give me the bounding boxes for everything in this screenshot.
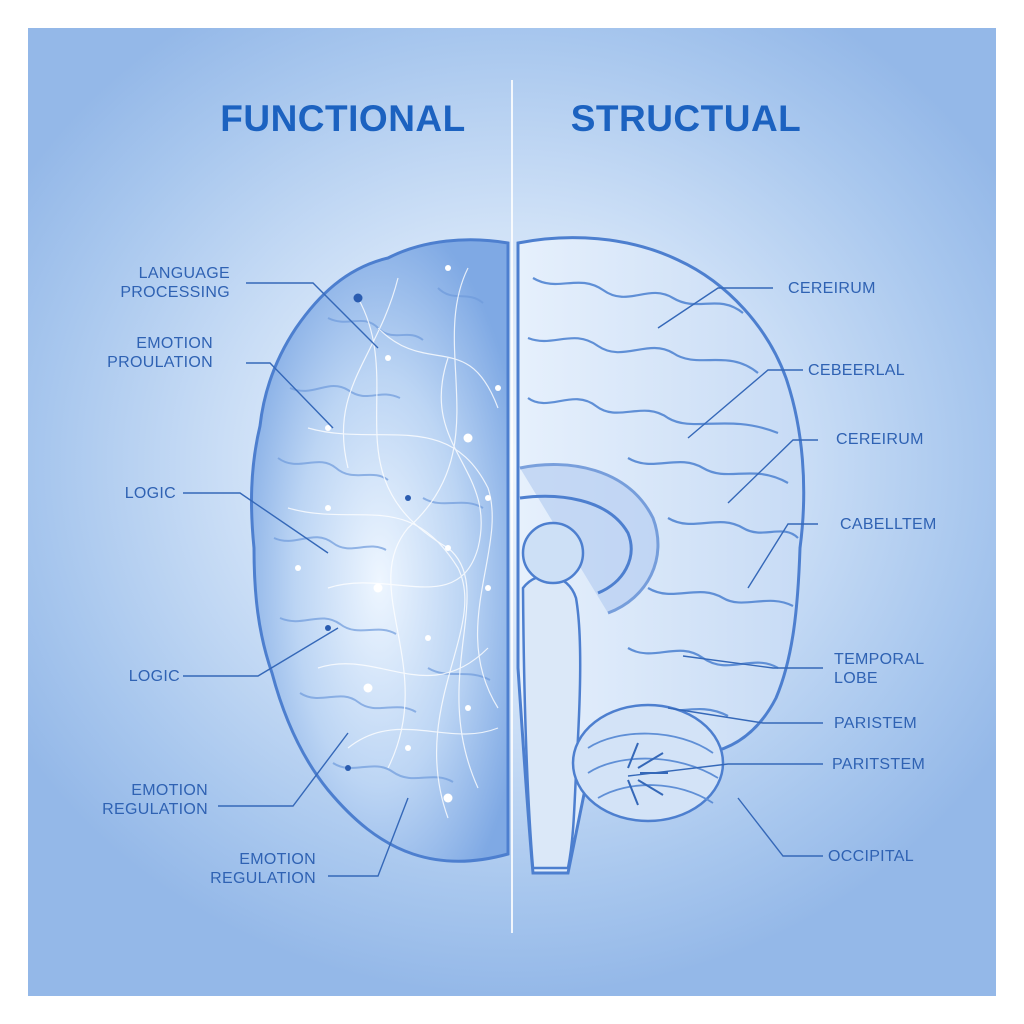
diagram-canvas: FUNCTIONAL STRUCTUAL LANGUAGE PROCESSING… <box>28 28 996 996</box>
neural-node <box>485 495 491 501</box>
functional-hemisphere-outline <box>250 238 510 863</box>
label-emotion-proulation: EMOTION PROULATION <box>107 335 213 371</box>
neural-nodes <box>295 265 501 803</box>
neural-node <box>495 385 501 391</box>
neural-node <box>363 683 373 693</box>
structural-hemisphere-outline <box>516 236 806 875</box>
structural-gyri <box>527 277 799 717</box>
label-cabelltem: CABELLTEM <box>840 516 937 533</box>
neural-node <box>345 765 351 771</box>
corpus-callosum <box>519 463 660 615</box>
neural-network <box>287 267 499 819</box>
structural-hemisphere <box>516 236 806 875</box>
label-emotion-regulation-2: EMOTION REGULATION <box>210 851 316 887</box>
neural-node <box>325 425 331 431</box>
label-cereirum-1: CEREIRUM <box>788 280 876 297</box>
label-paritstem: PARITSTEM <box>832 756 926 773</box>
neural-node <box>445 545 451 551</box>
neural-node <box>465 705 471 711</box>
functional-heading: FUNCTIONAL <box>220 98 466 139</box>
brain-diagram <box>183 80 823 933</box>
neural-node <box>405 745 411 751</box>
label-emotion-regulation-1: EMOTION REGULATION <box>102 782 208 818</box>
brainstem <box>521 521 585 870</box>
label-logic-lower: LOGIC <box>128 668 180 685</box>
label-temporal-lobe: TEMPORAL LOBE <box>834 651 925 687</box>
neural-node <box>445 265 451 271</box>
neural-node <box>353 293 363 303</box>
neural-node <box>443 793 453 803</box>
leader-lines <box>183 282 823 877</box>
neural-node <box>325 505 331 511</box>
label-paristem: PARISTEM <box>834 715 918 732</box>
neural-node <box>485 585 491 591</box>
label-occipital: OCCIPITAL <box>828 848 914 865</box>
label-cereirum-2: CEREIRUM <box>836 431 924 448</box>
neural-node <box>463 433 473 443</box>
functional-hemisphere <box>250 238 510 863</box>
label-language-processing: LANGUAGE PROCESSING <box>120 265 230 301</box>
label-logic-upper: LOGIC <box>124 485 176 502</box>
neural-node <box>425 635 431 641</box>
neural-node <box>295 565 301 571</box>
neural-node <box>325 625 331 631</box>
neural-node <box>385 355 391 361</box>
neural-node <box>405 495 411 501</box>
neural-node <box>373 583 383 593</box>
cerebellum <box>571 703 725 823</box>
label-cebeerlal: CEBEERLAL <box>808 362 905 379</box>
structural-heading: STRUCTUAL <box>570 98 802 139</box>
